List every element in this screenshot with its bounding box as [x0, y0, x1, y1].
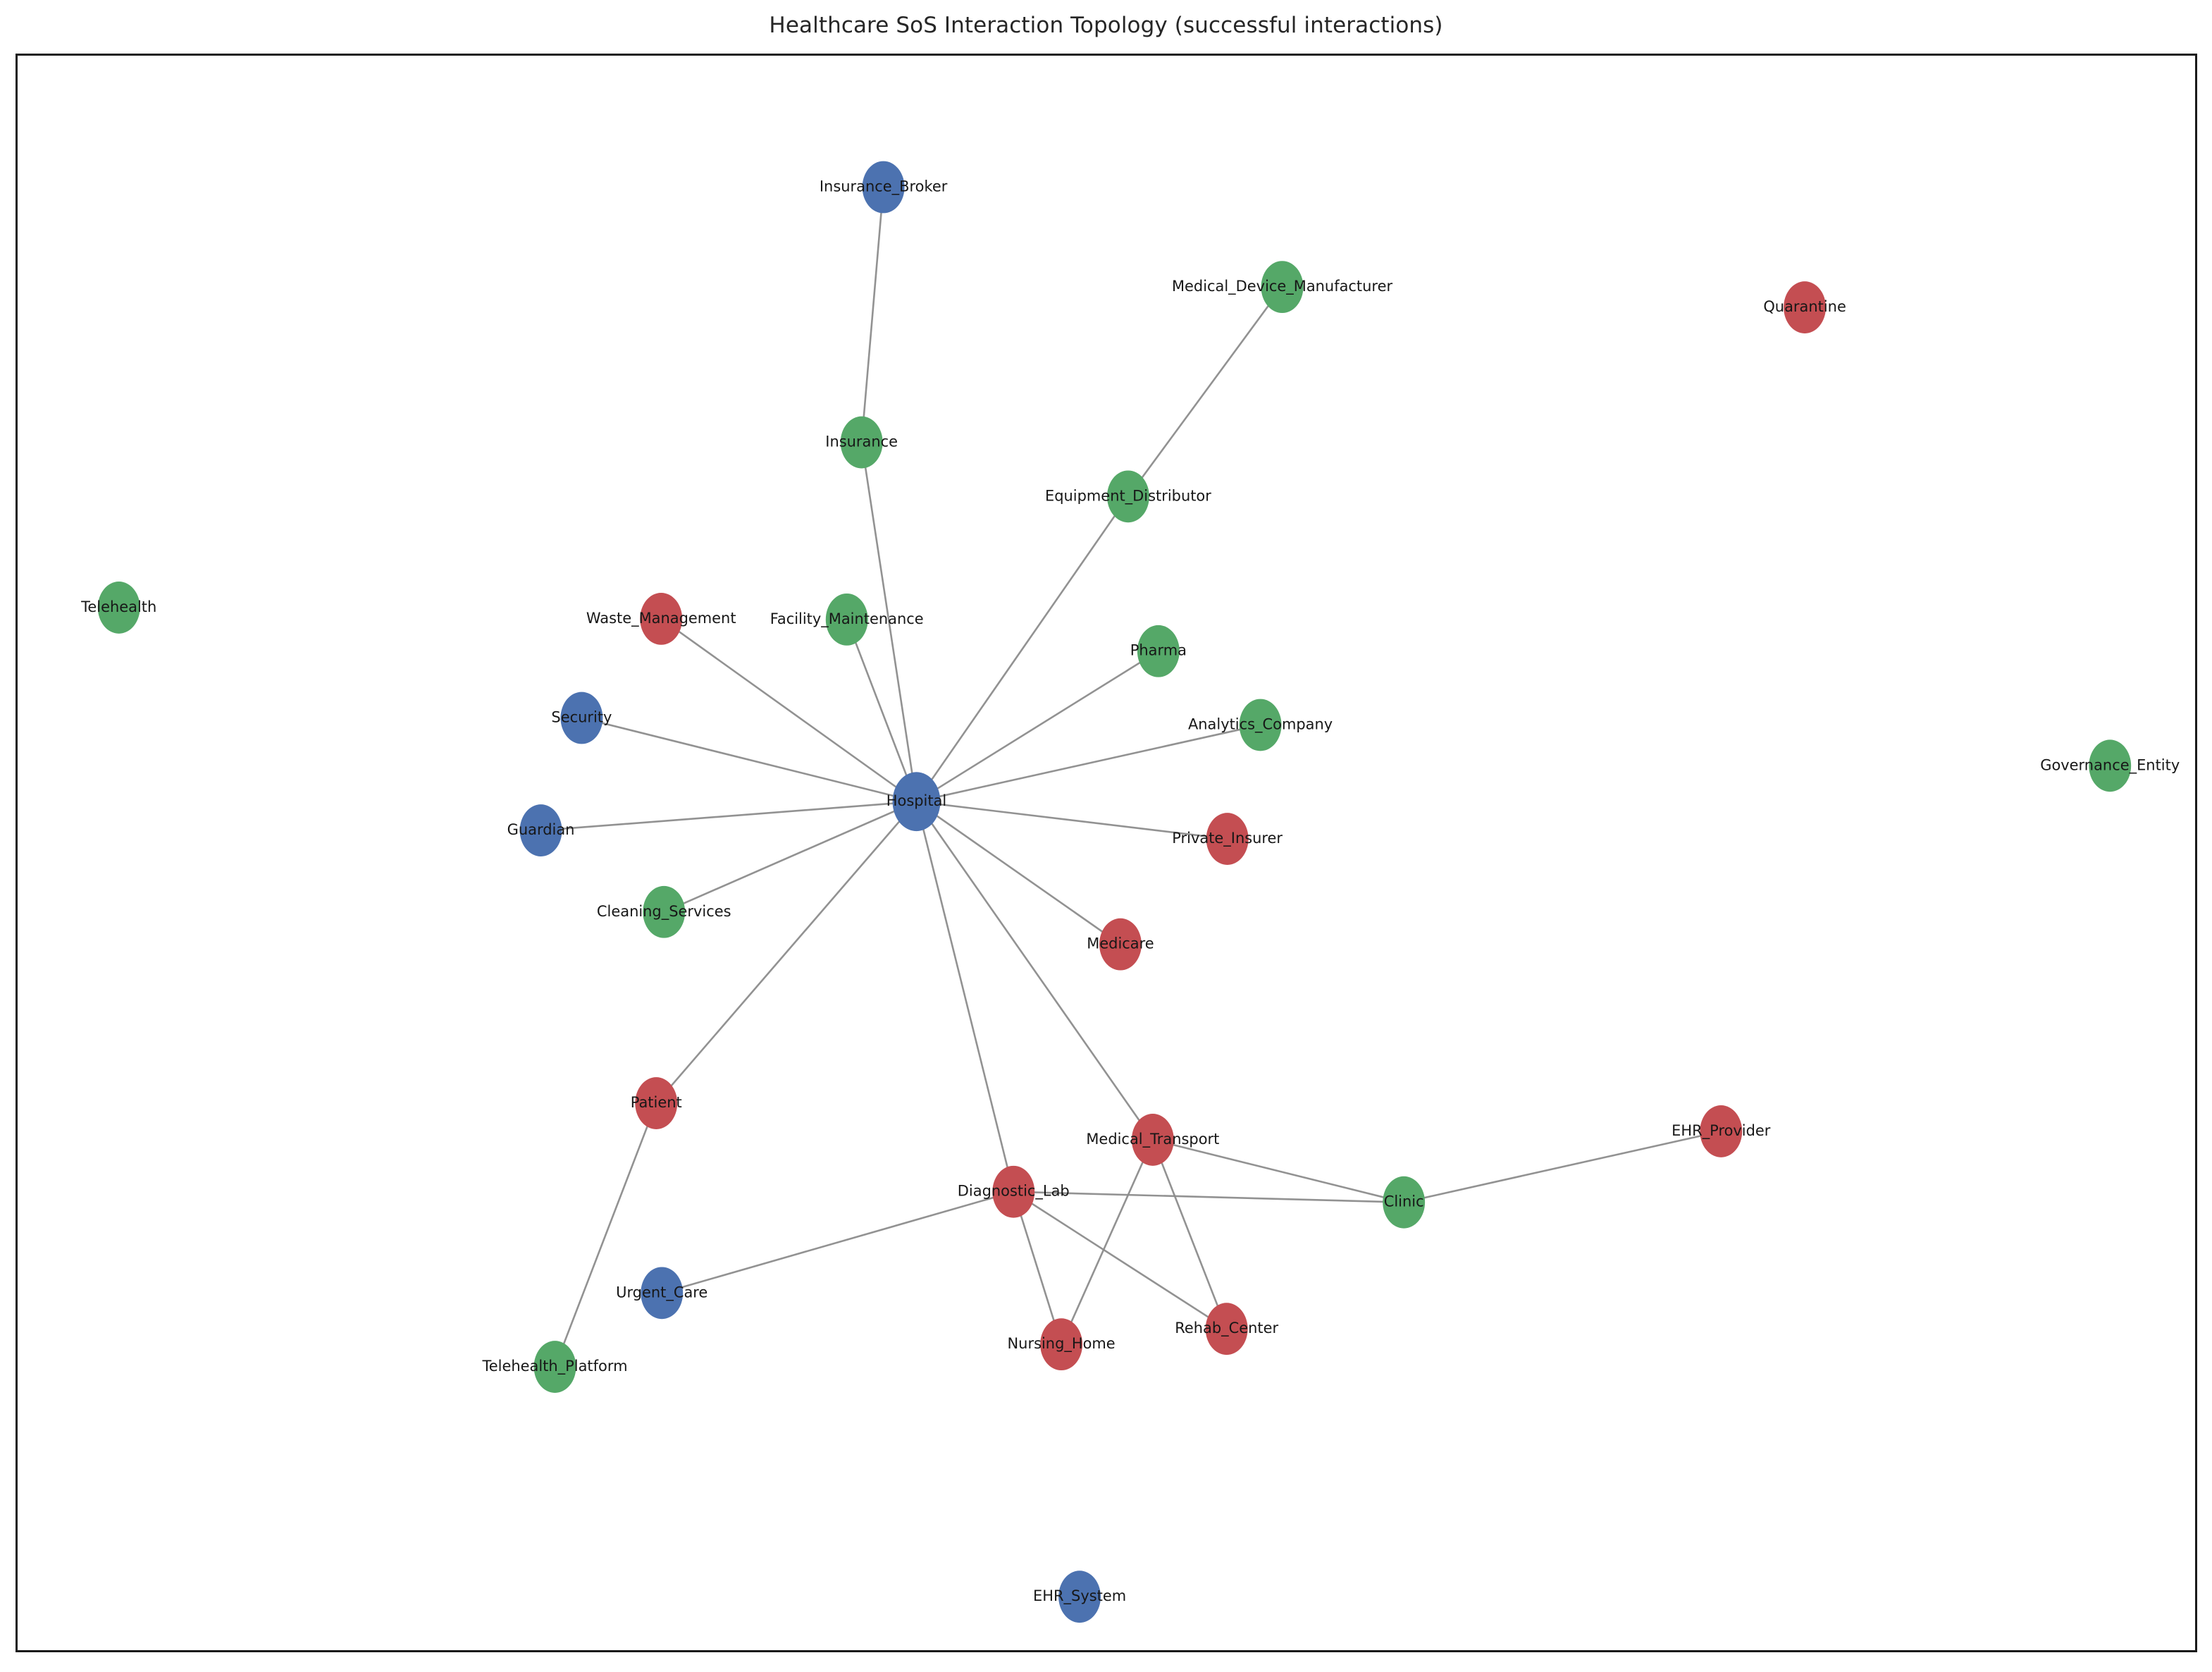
graph-edge — [916, 724, 1261, 803]
graph-node[interactable] — [840, 416, 883, 469]
graph-node-label: Medical_Device_Manufacturer — [1172, 278, 1393, 295]
graph-edge — [1060, 1139, 1154, 1345]
graph-node-label: Insurance — [825, 434, 898, 450]
graph-edge — [1013, 1191, 1228, 1330]
graph-edge — [860, 187, 884, 443]
graph-edge — [660, 617, 917, 803]
graph-node[interactable] — [1700, 1105, 1743, 1157]
graph-node[interactable] — [1099, 918, 1142, 971]
graph-node[interactable] — [1383, 1176, 1426, 1229]
graph-edge — [915, 650, 1159, 803]
graph-node[interactable] — [635, 1077, 678, 1129]
graph-node[interactable] — [1137, 625, 1180, 677]
graph-node[interactable] — [1261, 261, 1304, 314]
graph-node-label: Nursing_Home — [1008, 1335, 1116, 1352]
graph-edge — [915, 801, 1015, 1193]
graph-node[interactable] — [643, 885, 686, 938]
graph-node-label: Medical_Transport — [1086, 1131, 1219, 1148]
graph-node-label: Pharma — [1130, 642, 1187, 659]
graph-edge — [663, 801, 917, 913]
graph-edge — [581, 717, 917, 803]
graph-node-label: Waste_Management — [586, 610, 736, 627]
graph-edge — [1152, 1138, 1404, 1203]
graph-edge — [1013, 1191, 1404, 1203]
graph-node-label: Security — [551, 709, 612, 726]
graph-edge — [1127, 286, 1283, 498]
graph-node-label: Private_Insurer — [1172, 830, 1283, 847]
graph-node[interactable] — [560, 691, 603, 744]
label-layer: HospitalInsurance_BrokerInsuranceMedical… — [80, 178, 2180, 1605]
graph-node-label: Cleaning_Services — [597, 903, 731, 920]
graph-node[interactable] — [1058, 1570, 1101, 1623]
graph-node-label: Rehab_Center — [1175, 1320, 1278, 1336]
graph-node[interactable] — [1205, 1303, 1248, 1356]
graph-node-label: Insurance_Broker — [820, 178, 948, 195]
graph-node-label: Telehealth — [80, 598, 156, 615]
graph-node[interactable] — [862, 161, 905, 214]
graph-edge — [846, 619, 917, 802]
graph-node[interactable] — [2089, 739, 2132, 792]
graph-node-label: Analytics_Company — [1188, 715, 1333, 732]
graph-node[interactable] — [1784, 281, 1827, 333]
graph-edge — [655, 801, 917, 1104]
graph-node[interactable] — [992, 1165, 1035, 1218]
graph-node[interactable] — [640, 592, 683, 645]
graph-edge — [915, 801, 1121, 945]
graph-edge — [916, 800, 1228, 840]
graph-edge — [540, 800, 917, 832]
graph-node-label: EHR_Provider — [1672, 1122, 1771, 1139]
graph-node-label: Facility_Maintenance — [770, 610, 924, 627]
graph-node-label: Telehealth_Platform — [482, 1358, 628, 1375]
graph-node[interactable] — [97, 582, 140, 634]
graph-node-label: Governance_Entity — [2040, 756, 2180, 773]
graph-node-label: Urgent_Care — [616, 1284, 708, 1301]
graph-node[interactable] — [825, 593, 868, 646]
graph-edge — [915, 801, 1154, 1141]
graph-edge — [915, 496, 1130, 802]
graph-node[interactable] — [1131, 1114, 1174, 1166]
graph-node[interactable] — [1040, 1318, 1083, 1371]
graph-node-label: Clinic — [1384, 1193, 1424, 1210]
graph-node-label: Quarantine — [1763, 298, 1846, 315]
page-title: Healthcare SoS Interaction Topology (suc… — [769, 13, 1443, 38]
graph-edge — [860, 442, 917, 802]
graph-node[interactable] — [533, 1341, 576, 1393]
graph-node[interactable] — [1206, 813, 1249, 865]
graph-node[interactable] — [641, 1267, 684, 1320]
graph-node-label: Equipment_Distributor — [1045, 487, 1211, 504]
graph-node-label: Patient — [631, 1094, 682, 1111]
graph-edge — [661, 1191, 1014, 1294]
graph-edge — [1403, 1130, 1722, 1203]
graph-node-label: Medicare — [1087, 935, 1154, 952]
graph-edge — [554, 1102, 657, 1367]
node-layer — [97, 161, 2132, 1623]
graph-node[interactable] — [519, 804, 562, 856]
graph-canvas: HospitalInsurance_BrokerInsuranceMedical… — [80, 161, 2180, 1623]
graph-node[interactable] — [1239, 699, 1282, 751]
edge-layer — [540, 187, 1722, 1367]
graph-node-label: EHR_System — [1033, 1587, 1126, 1604]
graph-edge — [1151, 1139, 1228, 1329]
graph-edge — [1013, 1191, 1063, 1345]
graph-node-label: Diagnostic_Lab — [958, 1183, 1070, 1200]
graph-node-label: Hospital — [886, 792, 946, 809]
graph-node[interactable] — [892, 772, 941, 832]
graph-node-label: Guardian — [507, 821, 575, 838]
graph-node[interactable] — [1106, 470, 1149, 523]
